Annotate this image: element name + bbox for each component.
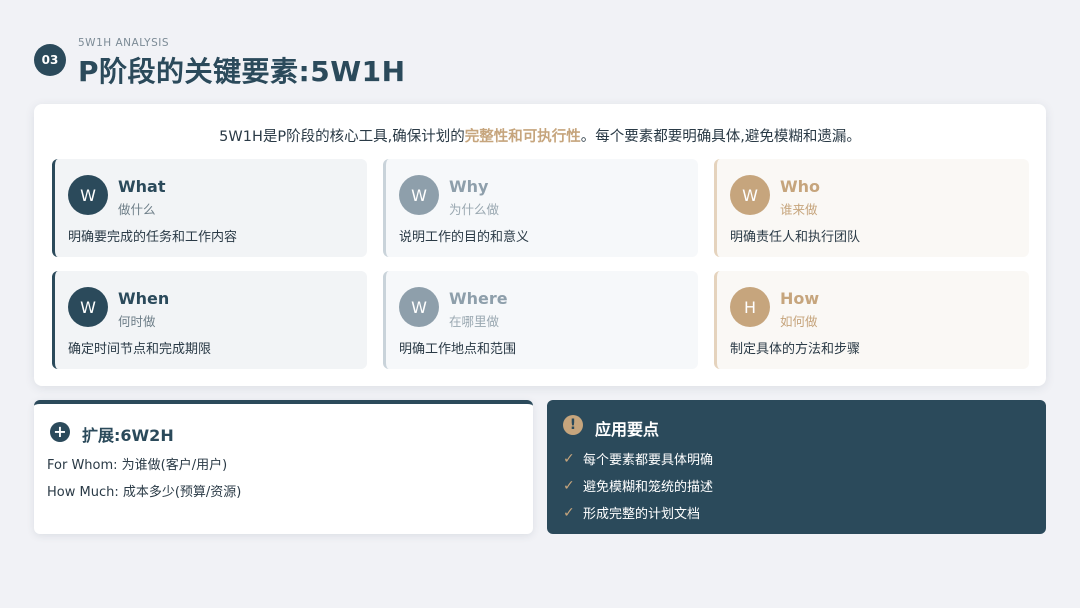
check-icon: ✓ (563, 504, 575, 521)
element-description: 说明工作的目的和意义 (399, 230, 530, 245)
application-item: ✓ 每个要素都要具体明确 (563, 449, 714, 469)
check-icon: ✓ (563, 450, 575, 467)
application-item-label: 每个要素都要具体明确 (583, 453, 714, 468)
element-title: Where (449, 289, 508, 308)
element-description: 制定具体的方法和步骤 (730, 342, 861, 357)
element-description: 明确工作地点和范围 (399, 342, 517, 357)
intro-text: 5W1H是P阶段的核心工具,确保计划的完整性和可执行性。每个要素都要明确具体,避… (34, 125, 1046, 146)
section-eyebrow: 5W1H ANALYSIS (78, 37, 169, 49)
element-subtitle: 做什么 (118, 202, 156, 217)
element-card-where: W Where 在哪里做 明确工作地点和范围 (383, 271, 698, 369)
check-icon: ✓ (563, 477, 575, 494)
element-card-why: W Why 为什么做 说明工作的目的和意义 (383, 159, 698, 257)
element-card-when: W When 何时做 确定时间节点和完成期限 (52, 271, 367, 369)
element-card-who: W Who 谁来做 明确责任人和执行团队 (714, 159, 1029, 257)
element-title: What (118, 177, 166, 196)
element-subtitle: 在哪里做 (449, 314, 500, 329)
extension-title: 扩展:6W2H (82, 426, 174, 445)
application-title: 应用要点 (595, 420, 660, 439)
element-card-how: H How 如何做 制定具体的方法和步骤 (714, 271, 1029, 369)
element-title: Why (449, 177, 489, 196)
application-item-label: 避免模糊和笼统的描述 (583, 480, 714, 495)
element-subtitle: 何时做 (118, 314, 156, 329)
letter-avatar: W (399, 287, 439, 327)
section-number-badge: 03 (34, 44, 66, 76)
intro-highlight: 完整性和可执行性 (464, 129, 581, 145)
letter-avatar: W (68, 287, 108, 327)
element-title: When (118, 289, 170, 308)
exclamation-icon: ! (563, 415, 583, 435)
element-description: 明确责任人和执行团队 (730, 230, 861, 245)
letter-avatar: W (399, 175, 439, 215)
extension-card: + 扩展:6W2H For Whom: 为谁做(客户/用户) How Much:… (34, 400, 533, 534)
element-subtitle: 如何做 (780, 314, 818, 329)
application-item: ✓ 避免模糊和笼统的描述 (563, 476, 714, 496)
element-description: 确定时间节点和完成期限 (68, 342, 212, 357)
application-item: ✓ 形成完整的计划文档 (563, 503, 701, 523)
intro-before: 5W1H是P阶段的核心工具,确保计划的 (219, 129, 465, 145)
application-card: ! 应用要点 ✓ 每个要素都要具体明确 ✓ 避免模糊和笼统的描述 ✓ 形成完整的… (547, 400, 1046, 534)
letter-avatar: W (68, 175, 108, 215)
element-subtitle: 谁来做 (780, 202, 818, 217)
letter-avatar: W (730, 175, 770, 215)
page-title: P阶段的关键要素:5W1H (78, 55, 406, 88)
element-description: 明确要完成的任务和工作内容 (68, 230, 238, 245)
intro-after: 。每个要素都要明确具体,避免模糊和遗漏。 (580, 129, 861, 145)
element-title: How (780, 289, 820, 308)
plus-icon: + (50, 422, 70, 442)
element-title: Who (780, 177, 821, 196)
element-card-what: W What 做什么 明确要完成的任务和工作内容 (52, 159, 367, 257)
extension-line: How Much: 成本多少(预算/资源) (47, 485, 242, 500)
5w1h-panel: 5W1H是P阶段的核心工具,确保计划的完整性和可执行性。每个要素都要明确具体,避… (34, 104, 1046, 386)
element-subtitle: 为什么做 (449, 202, 500, 217)
application-item-label: 形成完整的计划文档 (583, 507, 701, 522)
extension-line: For Whom: 为谁做(客户/用户) (47, 458, 228, 473)
letter-avatar: H (730, 287, 770, 327)
